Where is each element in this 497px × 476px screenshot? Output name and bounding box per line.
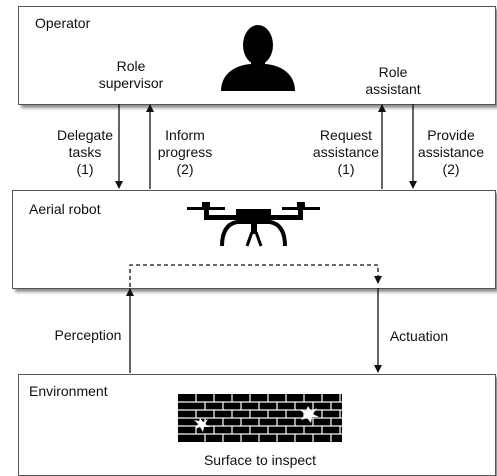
mortar-joint xyxy=(339,394,341,402)
mortar-joint xyxy=(231,426,233,434)
drone-icon xyxy=(187,202,320,247)
mortar-joint xyxy=(267,426,269,434)
mortar-joint xyxy=(312,418,314,426)
mortar-joint xyxy=(204,402,206,410)
mortar-joint xyxy=(285,426,287,434)
aerial-robot-title: Aerial robot xyxy=(29,201,101,217)
delegate-tasks-label: Delegate tasks (1) xyxy=(56,127,114,177)
mortar-joint xyxy=(330,418,332,426)
mortar-joint xyxy=(276,434,278,442)
role-assistant-label: Role assistant xyxy=(365,64,421,97)
role-supervisor-label: Role supervisor xyxy=(98,58,164,91)
mortar-joint xyxy=(339,410,341,418)
actuation-label: Actuation xyxy=(389,328,449,344)
mortar-joint xyxy=(294,402,296,410)
mortar-joint xyxy=(258,402,260,410)
provide-assistance-label: Provide assistance (2) xyxy=(417,127,485,177)
mortar-joint xyxy=(258,418,260,426)
mortar-joint xyxy=(285,410,287,418)
mortar-joint xyxy=(267,394,269,402)
mortar-joint xyxy=(294,418,296,426)
mortar-joint xyxy=(321,394,323,402)
aerial-robot-box: Aerial robot xyxy=(12,190,496,289)
mortar-joint xyxy=(267,410,269,418)
mortar-line xyxy=(178,401,342,403)
mortar-joint xyxy=(195,394,197,402)
internal-loop-arrow xyxy=(129,264,382,287)
mortar-joint xyxy=(222,402,224,410)
mortar-joint xyxy=(240,418,242,426)
mortar-joint xyxy=(312,402,314,410)
mortar-joint xyxy=(204,434,206,442)
mortar-joint xyxy=(240,434,242,442)
mortar-joint xyxy=(213,410,215,418)
mortar-joint xyxy=(249,410,251,418)
mortar-line xyxy=(178,417,342,419)
mortar-joint xyxy=(249,426,251,434)
mortar-joint xyxy=(195,426,197,434)
mortar-joint xyxy=(231,410,233,418)
surface-label: Surface to inspect xyxy=(203,452,317,468)
mortar-joint xyxy=(213,426,215,434)
mortar-joint xyxy=(330,434,332,442)
mortar-joint xyxy=(258,434,260,442)
mortar-joint xyxy=(321,410,323,418)
mortar-joint xyxy=(285,394,287,402)
brick-wall-icon xyxy=(178,394,342,442)
perception-label: Perception xyxy=(54,327,122,343)
mortar-joint xyxy=(276,402,278,410)
mortar-line xyxy=(178,409,342,411)
mortar-joint xyxy=(303,394,305,402)
mortar-joint xyxy=(330,402,332,410)
request-assistance-label: Request assistance (1) xyxy=(312,127,380,177)
mortar-line xyxy=(178,433,342,435)
mortar-joint xyxy=(303,410,305,418)
mortar-joint xyxy=(231,394,233,402)
mortar-line xyxy=(178,425,342,427)
mortar-joint xyxy=(312,434,314,442)
mortar-joint xyxy=(213,394,215,402)
inform-progress-label: Inform progress (2) xyxy=(157,127,213,177)
mortar-joint xyxy=(222,418,224,426)
mortar-joint xyxy=(222,434,224,442)
mortar-joint xyxy=(321,426,323,434)
mortar-joint xyxy=(195,410,197,418)
environment-title: Environment xyxy=(29,383,108,399)
mortar-joint xyxy=(339,426,341,434)
mortar-joint xyxy=(303,426,305,434)
mortar-joint xyxy=(294,434,296,442)
mortar-joint xyxy=(276,418,278,426)
mortar-joint xyxy=(240,402,242,410)
person-silhouette-icon xyxy=(221,25,295,91)
mortar-joint xyxy=(249,394,251,402)
operator-title: Operator xyxy=(35,15,91,31)
